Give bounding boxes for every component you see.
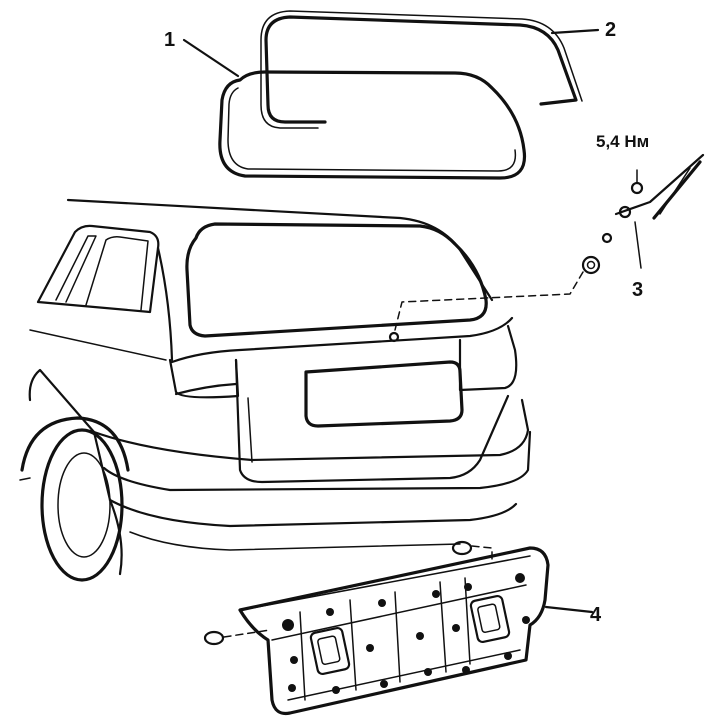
- label-part-1: 1: [164, 29, 175, 51]
- torque-spec: 5,4 Нм: [596, 132, 649, 151]
- label-part-2: 2: [605, 19, 616, 41]
- tailgate-trim-part-4: [203, 540, 550, 716]
- rear-wiper-part-3: [388, 153, 705, 343]
- rear-glass-part-1: [218, 70, 527, 180]
- label-part-4: 4: [590, 604, 602, 626]
- car-body: [19, 198, 532, 582]
- label-part-3: 3: [632, 279, 643, 301]
- leader-lines: [182, 28, 600, 614]
- glass-seal-part-2: [260, 10, 583, 129]
